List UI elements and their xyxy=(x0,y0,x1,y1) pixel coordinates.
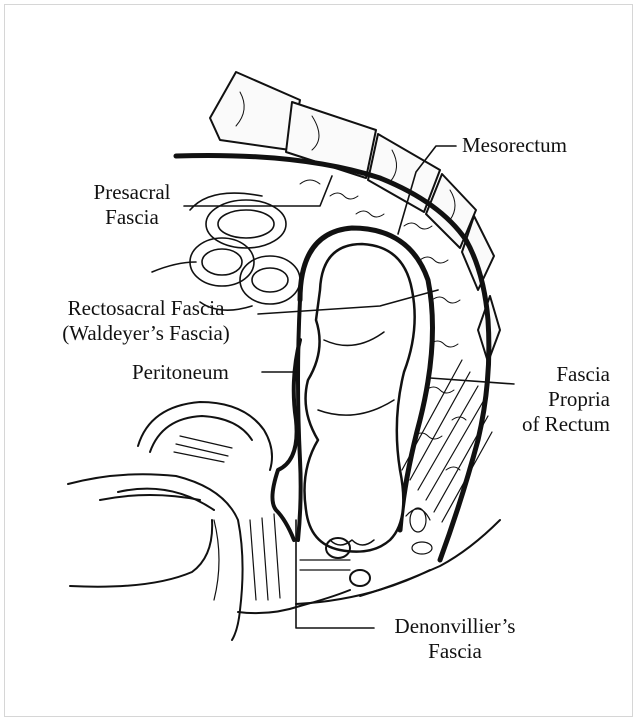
label-denonvillier-fascia: Denonvillier’s Fascia xyxy=(378,614,532,664)
levator-muscle xyxy=(402,360,492,554)
label-denonvillier-line2: Fascia xyxy=(378,639,532,664)
label-denonvillier-line1: Denonvillier’s xyxy=(378,614,532,639)
label-fascia-propria: Fascia Propria of Rectum xyxy=(498,362,610,437)
label-rectosacral-line1: Rectosacral Fascia xyxy=(34,296,258,321)
peritoneum-line xyxy=(272,340,300,540)
label-presacral-line2: Fascia xyxy=(78,205,186,230)
label-propria-line2: Propria xyxy=(498,387,610,412)
label-propria-line3: of Rectum xyxy=(498,412,610,437)
label-propria-line1: Fascia xyxy=(498,362,610,387)
pelvic-organs xyxy=(68,402,272,640)
label-rectosacral-fascia: Rectosacral Fascia (Waldeyer’s Fascia) xyxy=(34,296,258,346)
label-presacral-line1: Presacral xyxy=(78,180,186,205)
label-presacral-fascia: Presacral Fascia xyxy=(78,180,186,230)
rectum-outline xyxy=(305,244,415,552)
label-mesorectum: Mesorectum xyxy=(462,133,567,158)
label-rectosacral-line2: (Waldeyer’s Fascia) xyxy=(34,321,258,346)
label-peritoneum: Peritoneum xyxy=(132,360,229,385)
